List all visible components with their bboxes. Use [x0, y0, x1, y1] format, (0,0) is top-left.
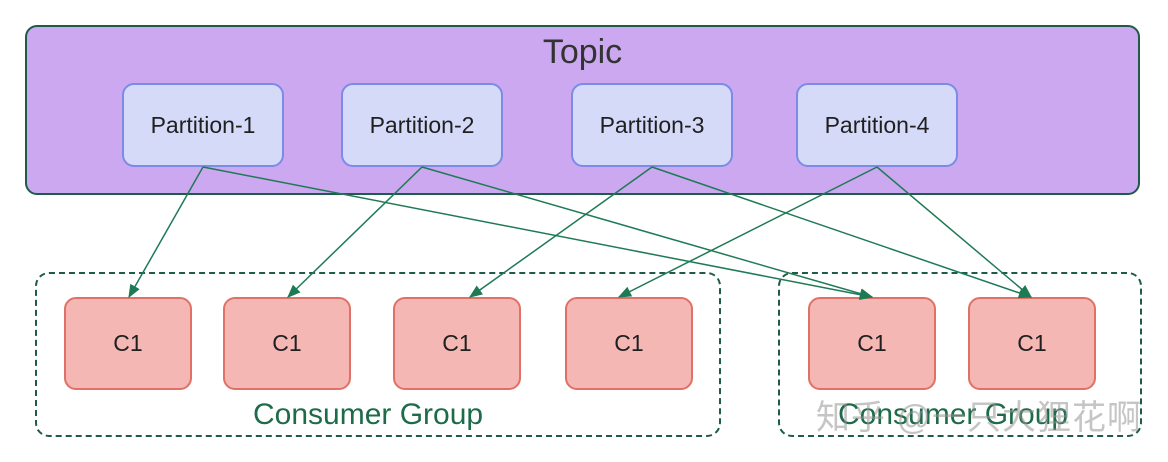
consumer-g1-4: C1 [565, 297, 693, 390]
consumer-g1-1: C1 [64, 297, 192, 390]
consumer-group-1-label: Consumer Group [253, 398, 484, 431]
topic-title: Topic [542, 33, 623, 71]
consumer-g1-2: C1 [223, 297, 351, 390]
partition-3: Partition-3 [571, 83, 733, 167]
partition-4: Partition-4 [796, 83, 958, 167]
watermark: 知乎 @一只大狸花啊 [816, 399, 1142, 437]
partition-2: Partition-2 [341, 83, 503, 167]
consumer-group-2-label: Consumer Group [838, 398, 1069, 431]
partition-1: Partition-1 [122, 83, 284, 167]
consumer-g1-3: C1 [393, 297, 521, 390]
consumer-g2-2: C1 [968, 297, 1096, 390]
consumer-g2-1: C1 [808, 297, 936, 390]
topic-box: Topic Partition-1 Partition-2 Partition-… [25, 25, 1140, 195]
